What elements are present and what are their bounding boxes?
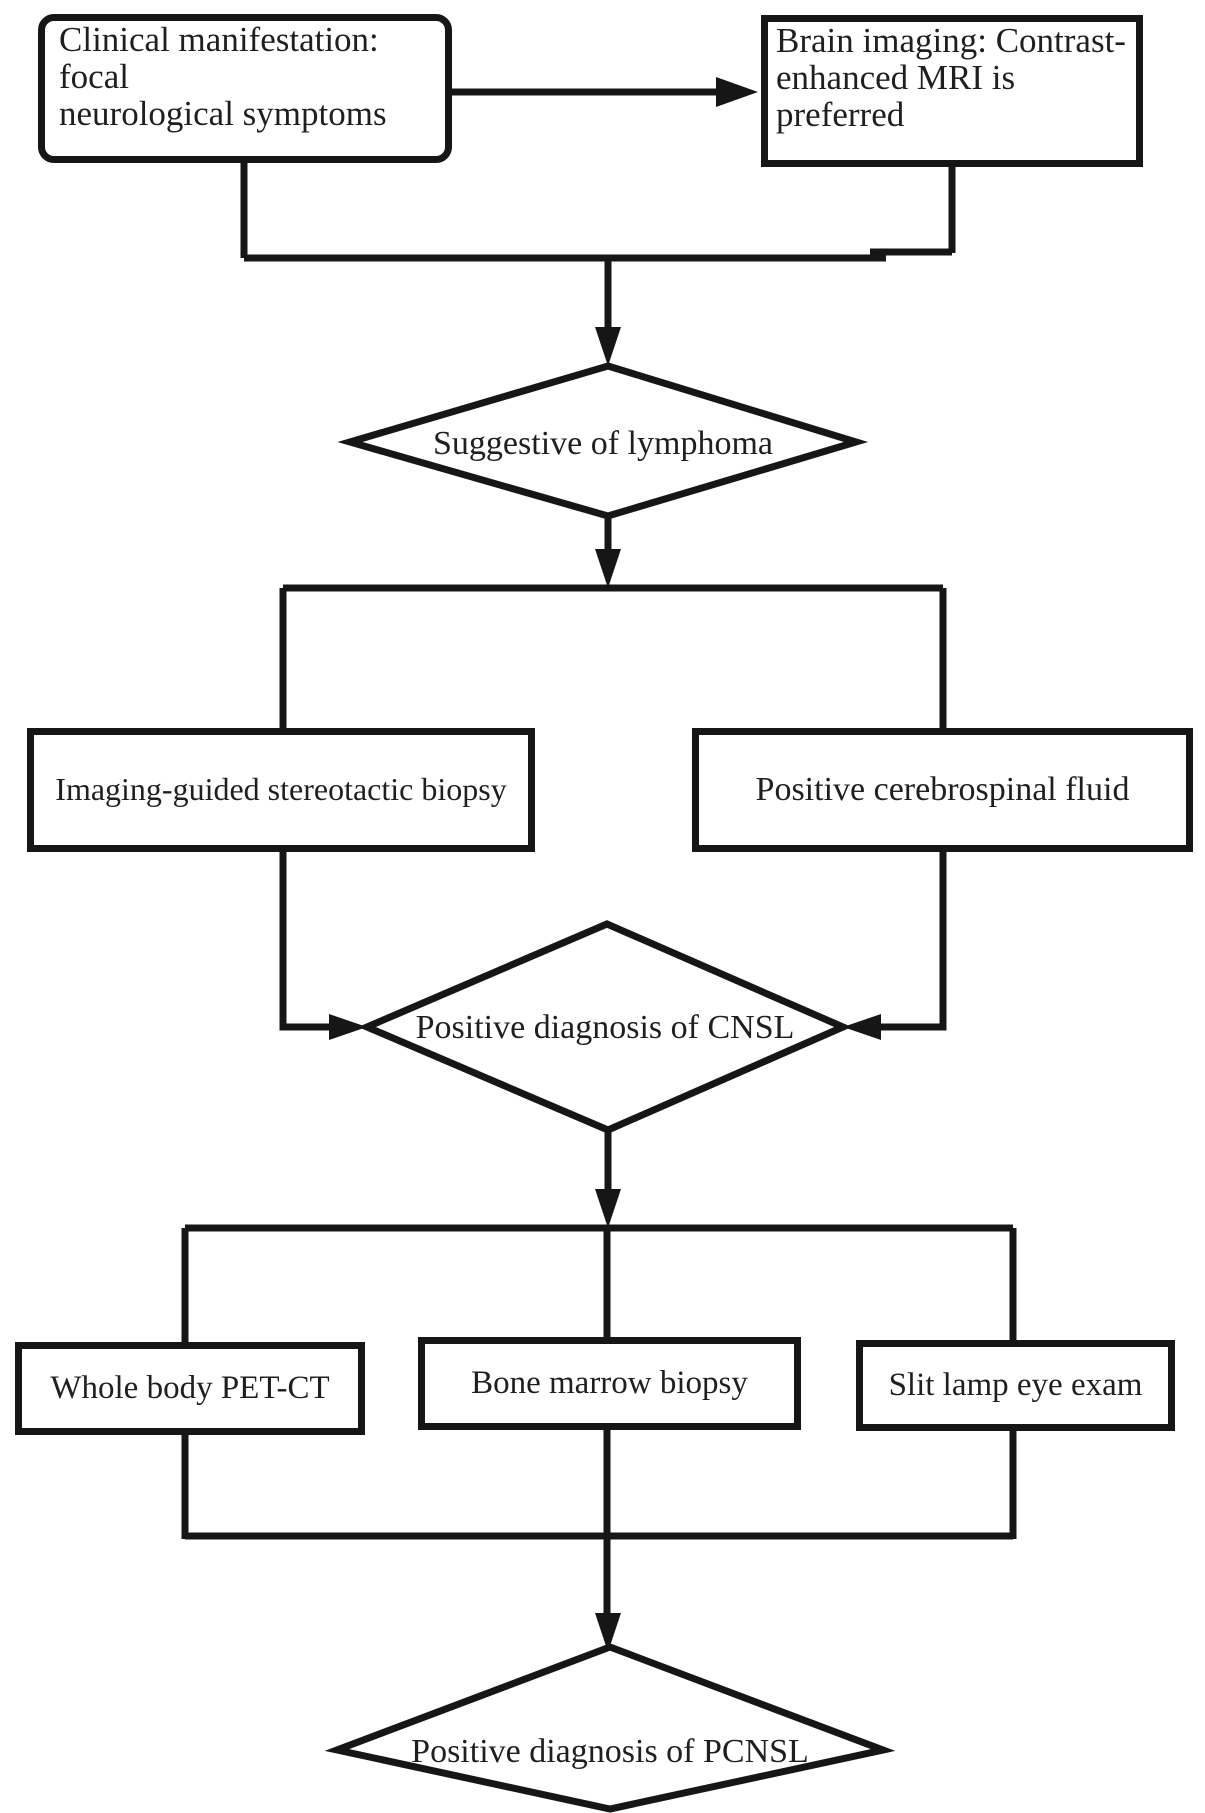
arrowhead-down-icon — [595, 1613, 621, 1652]
arrowhead-right-icon — [716, 77, 758, 107]
edge-merge-to-lymphoma — [240, 160, 956, 366]
node-slit-lamp-eye-exam-label: Slit lamp eye exam — [888, 1367, 1143, 1404]
node-brain-imaging: Brain imaging: Contrast- enhanced MRI is… — [761, 15, 1143, 167]
decision-pcnsl-label: Positive diagnosis of PCNSL — [411, 1733, 809, 1770]
edge-lymphoma-to-split — [279, 516, 947, 732]
node-stereotactic-biopsy: Imaging-guided stereotactic biopsy — [27, 728, 535, 852]
edge-tests-to-pcnsl — [181, 1427, 1017, 1652]
edge-biopsy-to-cnsl — [279, 849, 367, 1040]
node-bone-marrow-biopsy-label: Bone marrow biopsy — [471, 1365, 748, 1402]
edge-clinical-to-imaging — [452, 77, 758, 107]
arrowhead-right-icon — [329, 1014, 367, 1040]
node-whole-body-pet-ct-label: Whole body PET-CT — [50, 1370, 330, 1407]
node-brain-imaging-line2: enhanced MRI is preferred — [776, 58, 1016, 134]
decision-suggestive-of-lymphoma-label: Suggestive of lymphoma — [433, 425, 773, 462]
node-positive-csf: Positive cerebrospinal fluid — [692, 728, 1193, 852]
node-stereotactic-biopsy-label: Imaging-guided stereotactic biopsy — [55, 771, 507, 808]
node-whole-body-pet-ct: Whole body PET-CT — [15, 1342, 365, 1435]
arrowhead-down-icon — [595, 327, 621, 366]
node-bone-marrow-biopsy: Bone marrow biopsy — [418, 1337, 801, 1430]
node-slit-lamp-eye-exam: Slit lamp eye exam — [856, 1340, 1175, 1431]
decision-cnsl-label: Positive diagnosis of CNSL — [415, 1009, 795, 1046]
edge-cnsl-to-split — [181, 1130, 1017, 1346]
arrowhead-down-icon — [595, 549, 621, 588]
arrowhead-left-icon — [843, 1014, 881, 1040]
node-clinical-manifestation-line2: neurological symptoms — [59, 94, 387, 133]
node-clinical-manifestation-line1: Clinical manifestation: focal — [59, 20, 379, 96]
node-clinical-manifestation: Clinical manifestation: focal neurologic… — [38, 14, 452, 163]
decision-pcnsl-shape — [324, 1643, 896, 1813]
node-positive-csf-label: Positive cerebrospinal fluid — [755, 770, 1130, 808]
edge-csf-to-cnsl — [843, 849, 947, 1040]
node-brain-imaging-line1: Brain imaging: Contrast- — [776, 21, 1126, 60]
arrowhead-down-icon — [595, 1189, 621, 1228]
